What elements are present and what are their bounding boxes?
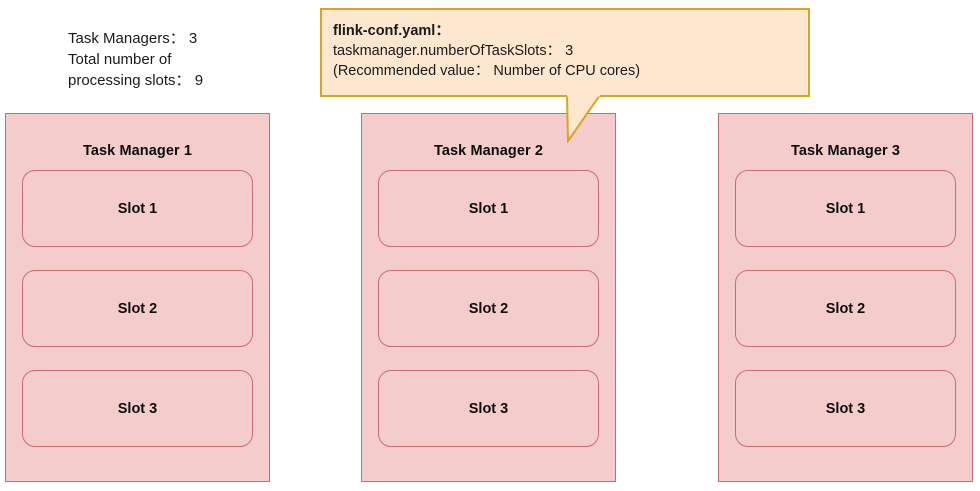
- slot-label: Slot 2: [117, 300, 158, 317]
- task-manager-2-slot-2[interactable]: Slot 2: [378, 270, 599, 347]
- task-manager-1[interactable]: Task Manager 1 Slot 1 Slot 2 Slot 3: [5, 113, 270, 482]
- slot-label: Slot 3: [468, 400, 509, 417]
- task-manager-2-title: Task Manager 2: [433, 143, 544, 159]
- task-manager-2-slots: Slot 1 Slot 2 Slot 3: [362, 170, 615, 447]
- task-manager-2-slot-3[interactable]: Slot 3: [378, 370, 599, 447]
- task-manager-2-slot-1[interactable]: Slot 1: [378, 170, 599, 247]
- slot-label: Slot 1: [825, 200, 866, 217]
- task-manager-3-slots: Slot 1 Slot 2 Slot 3: [719, 170, 972, 447]
- slot-label: Slot 3: [825, 400, 866, 417]
- summary-text: Task Managers： 3 Total number of process…: [68, 28, 203, 91]
- task-manager-1-slot-2[interactable]: Slot 2: [22, 270, 253, 347]
- slot-label: Slot 2: [825, 300, 866, 317]
- task-manager-1-slot-3[interactable]: Slot 3: [22, 370, 253, 447]
- callout-title: flink-conf.yaml：: [333, 23, 450, 39]
- task-manager-3[interactable]: Task Manager 3 Slot 1 Slot 2 Slot 3: [718, 113, 973, 482]
- task-manager-3-title: Task Manager 3: [790, 143, 901, 159]
- task-manager-3-slot-1[interactable]: Slot 1: [735, 170, 956, 247]
- flink-conf-callout: flink-conf.yaml： taskmanager.numberOfTas…: [320, 8, 810, 97]
- task-manager-1-slots: Slot 1 Slot 2 Slot 3: [6, 170, 269, 447]
- callout-line-recommendation: (Recommended value： Number of CPU cores): [333, 63, 641, 79]
- task-manager-1-title: Task Manager 1: [82, 143, 193, 159]
- callout-pointer-tail: [565, 95, 602, 143]
- slot-label: Slot 3: [117, 400, 158, 417]
- callout-body: flink-conf.yaml： taskmanager.numberOfTas…: [322, 10, 808, 81]
- slot-label: Slot 2: [468, 300, 509, 317]
- summary-line-total-label: Total number of: [68, 51, 172, 68]
- summary-line-total-slots: processing slots： 9: [68, 72, 204, 89]
- slot-label: Slot 1: [468, 200, 509, 217]
- summary-line-task-managers: Task Managers： 3: [68, 30, 198, 47]
- callout-line-task-slots: taskmanager.numberOfTaskSlots： 3: [333, 43, 574, 59]
- task-manager-3-slot-2[interactable]: Slot 2: [735, 270, 956, 347]
- task-manager-3-slot-3[interactable]: Slot 3: [735, 370, 956, 447]
- slot-label: Slot 1: [117, 200, 158, 217]
- task-manager-2[interactable]: Task Manager 2 Slot 1 Slot 2 Slot 3: [361, 113, 616, 482]
- task-manager-1-slot-1[interactable]: Slot 1: [22, 170, 253, 247]
